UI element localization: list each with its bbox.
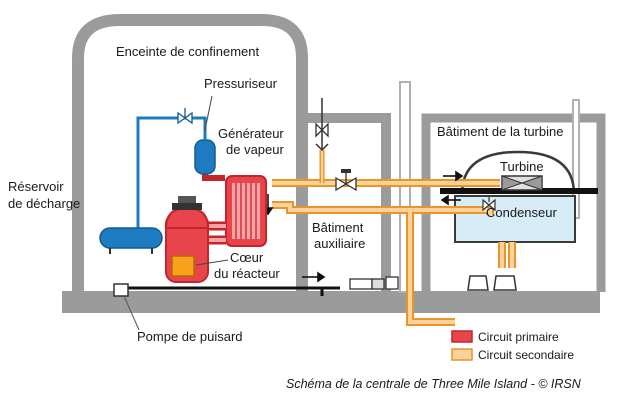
- core-label-1: Cœur: [230, 250, 264, 265]
- core-label-2: du réacteur: [214, 266, 280, 281]
- steam-valve-icon: [335, 169, 357, 192]
- ground-slab: [62, 291, 600, 313]
- feedwater-pump-icon: [467, 275, 517, 291]
- auxiliary-label-2: auxiliaire: [314, 236, 365, 251]
- turbine-building: [421, 113, 606, 292]
- condenser-tank: [454, 195, 576, 243]
- reservoir-label-1: Réservoir: [8, 179, 64, 194]
- legend-primary-label: Circuit primaire: [478, 330, 559, 344]
- legend-secondary-label: Circuit secondaire: [478, 348, 574, 362]
- core-leader: [195, 259, 229, 266]
- pressurizer-leader: [204, 95, 213, 131]
- auxiliary-label-1: Bâtiment: [312, 220, 364, 235]
- reactor-core-icon: [171, 255, 195, 277]
- legend-primary-swatch: [451, 330, 473, 343]
- pressurizer: [194, 139, 216, 175]
- turbine-label: Turbine: [500, 159, 544, 174]
- turbine-icon: [501, 175, 543, 191]
- pressurizer-label: Pressuriseur: [204, 76, 278, 91]
- steam-generator: [225, 175, 267, 247]
- turbine-building-label: Bâtiment de la turbine: [437, 124, 563, 139]
- caption: Schéma de la centrale de Three Mile Isla…: [286, 377, 582, 391]
- containment-label: Enceinte de confinement: [116, 44, 259, 59]
- reservoir-label-2: de décharge: [8, 196, 80, 211]
- condenser-label: Condenseur: [486, 205, 557, 220]
- sump-pump-label: Pompe de puisard: [137, 329, 243, 344]
- steam-generator-label-1: Générateur: [218, 126, 284, 141]
- condenser-valve-icon: [482, 196, 496, 212]
- pressurizer-valve-icon: [177, 108, 193, 125]
- turbine-shaft: [440, 188, 598, 194]
- legend-secondary-swatch: [451, 348, 473, 361]
- steam-generator-label-2: de vapeur: [226, 142, 284, 157]
- sump-pump-icon: [113, 283, 129, 297]
- secondary-circuit-pipes: [272, 150, 516, 326]
- auxiliary-building: [302, 113, 391, 292]
- legend: Circuit primaire Circuit secondaire: [451, 330, 574, 362]
- relief-valve-icon: [315, 98, 329, 152]
- containment-building: [72, 14, 308, 292]
- auxiliary-equipment-icon: [349, 276, 399, 290]
- discharge-reservoir: [99, 227, 163, 254]
- sump-pump-leader: [123, 295, 140, 331]
